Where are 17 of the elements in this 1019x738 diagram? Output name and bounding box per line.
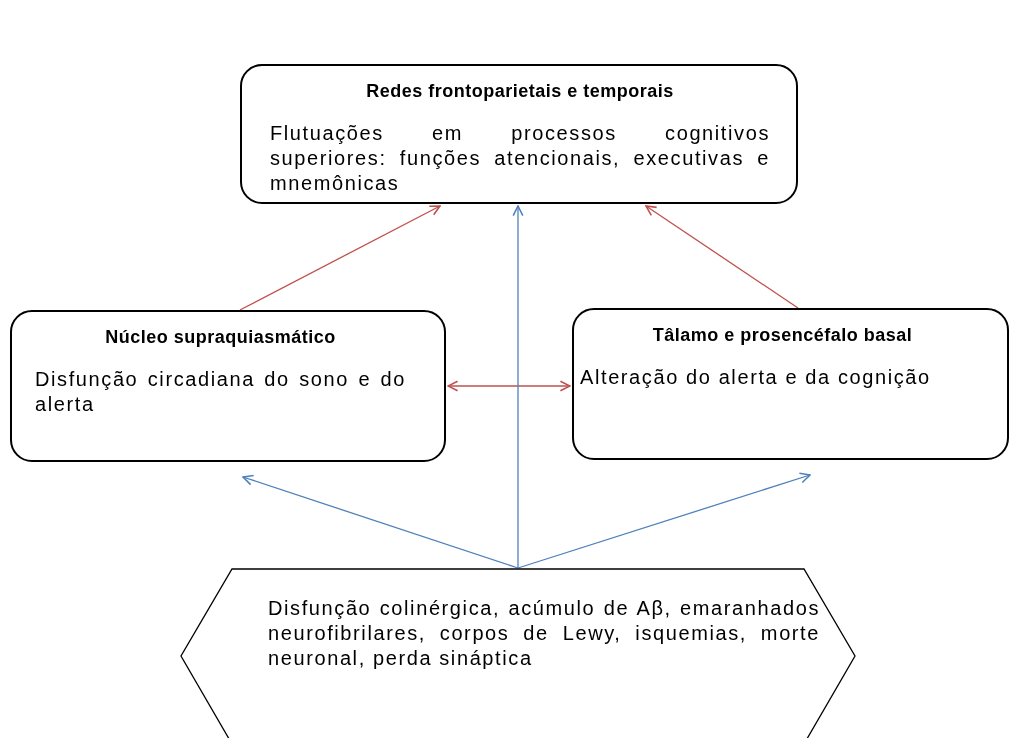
arrow	[239, 205, 441, 311]
arrow	[447, 380, 571, 392]
box-text: Flutuações em processos cognitivos superiores: funções atencionais, executivas e mnemônicas	[270, 121, 770, 196]
arrow	[517, 472, 811, 569]
arrow	[512, 205, 524, 569]
box-text: Disfunção circadiana do sono e do alerta	[35, 367, 406, 417]
box-heading: Núcleo supraquiasmático	[104, 326, 337, 349]
box-heading: Redes frontoparietais e temporais	[365, 80, 675, 103]
arrow	[242, 474, 519, 569]
rounded-box	[572, 308, 1009, 460]
hexagon-node	[180, 568, 856, 738]
rounded-box	[10, 310, 446, 462]
rounded-box	[240, 64, 798, 204]
arrow	[645, 205, 799, 309]
box-text: Disfunção colinérgica, acúmulo de Aβ, emaranhados neurofibrilares, corpos de Lewy, isquemias, morte neuronal, perda sináptica	[268, 596, 820, 671]
box-heading: Tâlamo e prosencéfalo basal	[651, 324, 914, 347]
box-text: Alteração do alerta e da cognição	[580, 365, 932, 390]
